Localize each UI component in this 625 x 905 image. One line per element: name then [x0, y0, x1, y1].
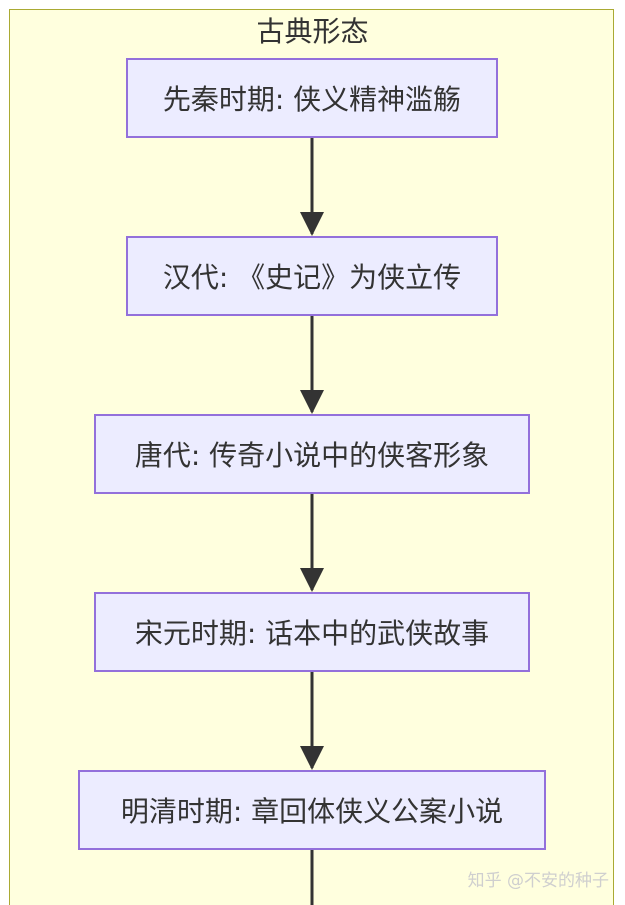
node-pre-qin-label: 先秦时期: 侠义精神滥觞	[162, 83, 462, 116]
node-tang-label: 唐代: 传奇小说中的侠客形象	[134, 439, 490, 472]
arrowhead-ming-qing	[300, 746, 324, 770]
node-tang: 唐代: 传奇小说中的侠客形象	[94, 414, 530, 494]
cluster-title: 古典形态	[256, 15, 369, 48]
node-ming-qing-label: 明清时期: 章回体侠义公案小说	[120, 795, 504, 828]
arrowhead-song-yuan	[300, 568, 324, 592]
node-song-yuan-label: 宋元时期: 话本中的武侠故事	[134, 617, 490, 650]
node-han: 汉代: 《史记》为侠立传	[126, 236, 498, 316]
arrowhead-tang	[300, 390, 324, 414]
watermark: 知乎 @不安的种子	[467, 871, 609, 891]
node-pre-qin: 先秦时期: 侠义精神滥觞	[126, 58, 498, 138]
node-song-yuan: 宋元时期: 话本中的武侠故事	[94, 592, 530, 672]
arrowhead-han	[300, 212, 324, 236]
node-han-label: 汉代: 《史记》为侠立传	[162, 261, 462, 294]
node-ming-qing: 明清时期: 章回体侠义公案小说	[78, 770, 546, 850]
